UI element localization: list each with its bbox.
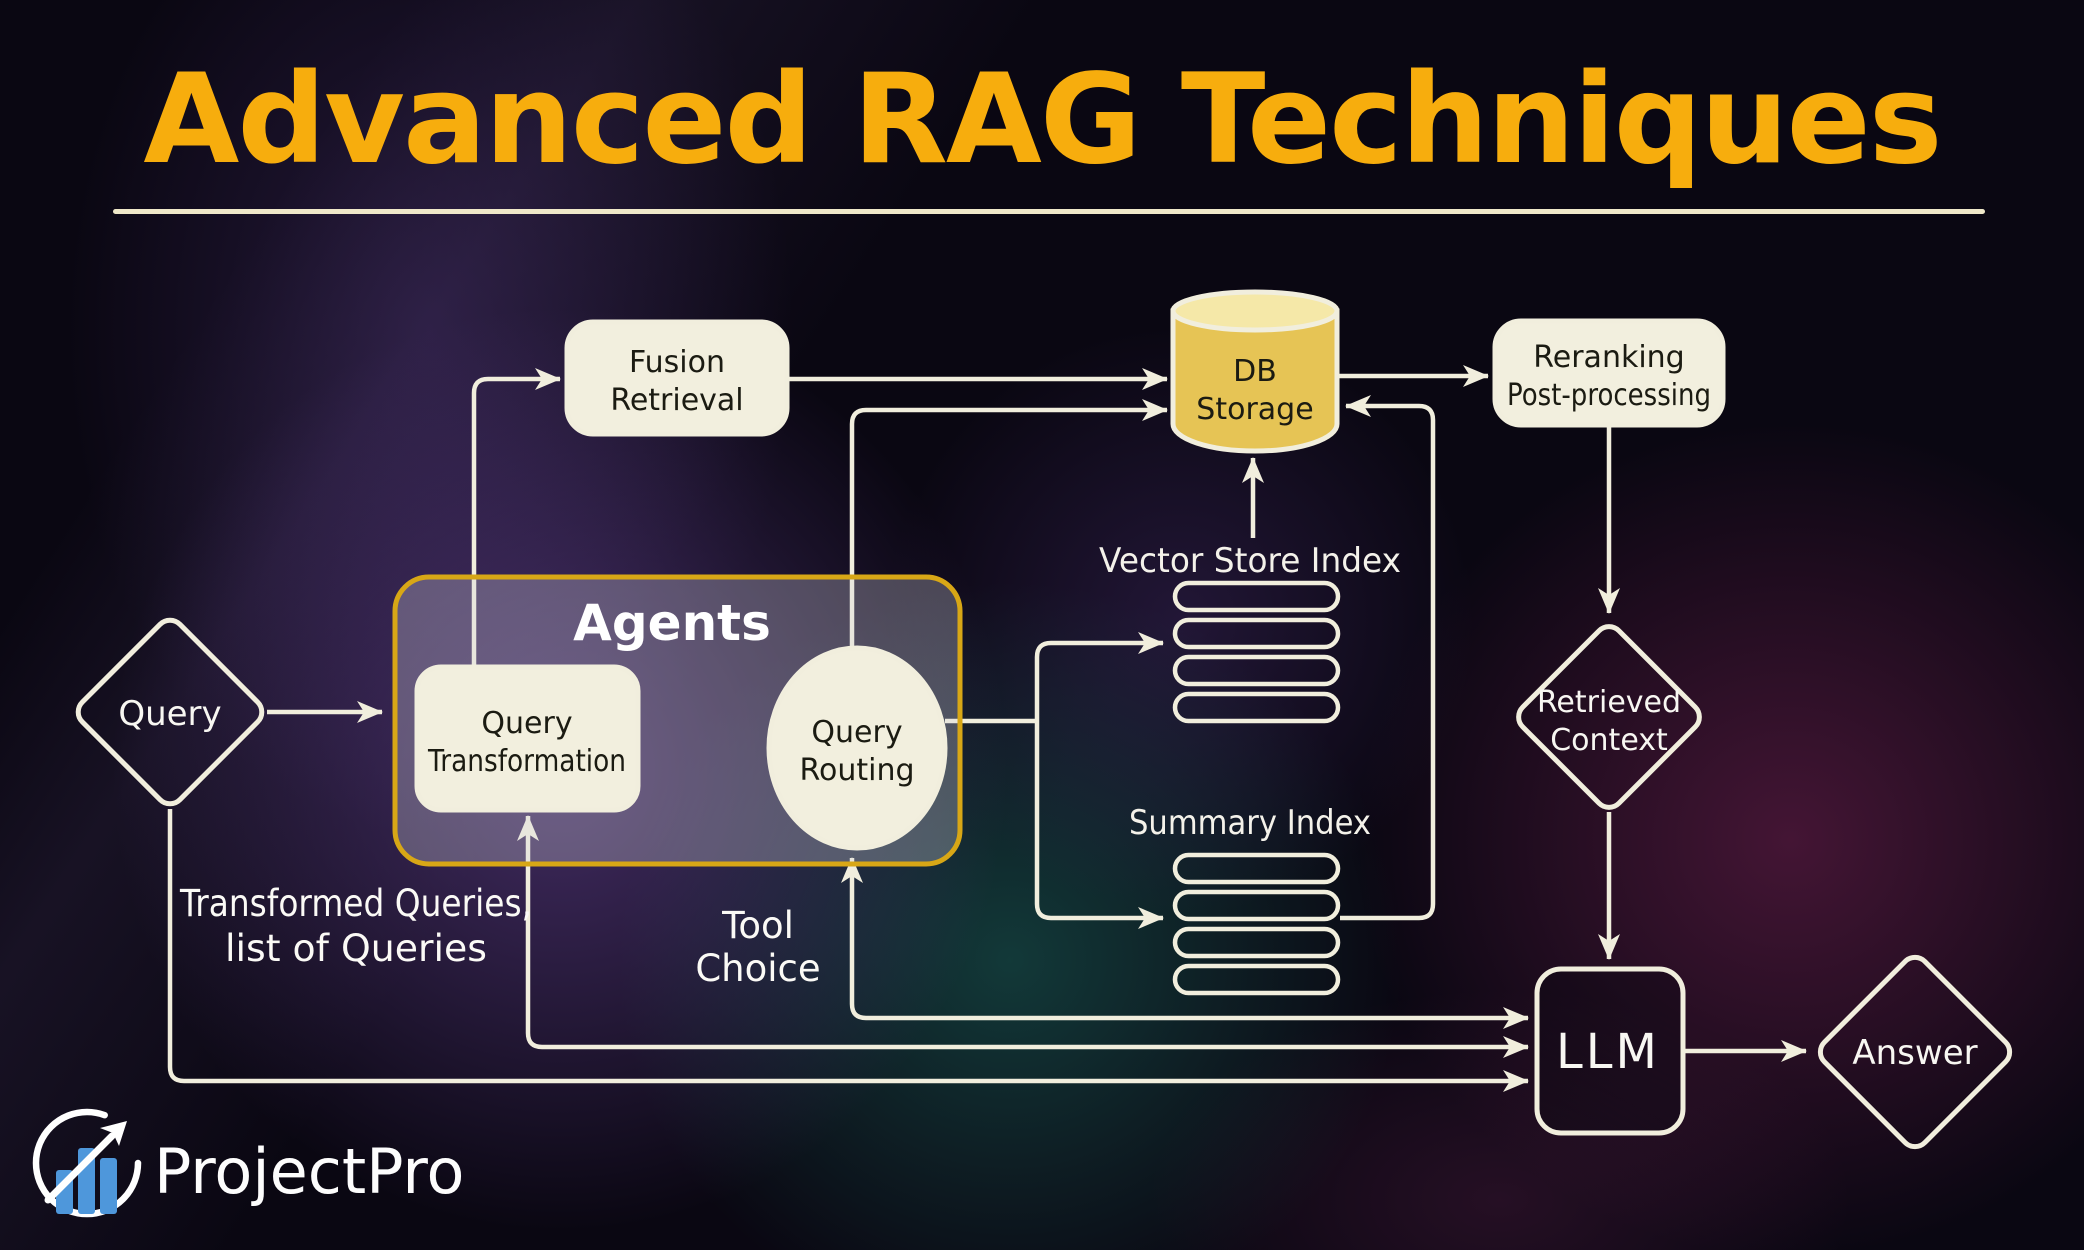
query-transformation-box [414, 664, 641, 813]
transformed-queries-label-1: Transformed Queries, [179, 882, 532, 925]
connector-qt-to-fusion [471, 368, 561, 667]
node-llm: LLM [1534, 966, 1686, 1136]
reranking-label-1: Reranking [1533, 340, 1684, 375]
connectors [167, 365, 1807, 1092]
reranking-box [1492, 318, 1726, 428]
node-summary-index: Summary Index [1129, 803, 1371, 996]
transformed-queries-label-2: list of Queries [225, 927, 487, 970]
agents-label: Agents [573, 594, 771, 652]
retrieved-context-label-1: Retrieved [1537, 685, 1681, 720]
query-routing-label-2: Routing [799, 753, 914, 788]
node-db-storage: DB Storage [1170, 289, 1340, 454]
connector-routing-to-db [849, 399, 1168, 648]
fusion-retrieval-label-2: Retrieval [610, 383, 743, 418]
fusion-retrieval-box [564, 319, 790, 437]
page-title: Advanced RAG Techniques [143, 48, 1940, 192]
logo-bar-mid [100, 1158, 117, 1214]
llm-label: LLM [1556, 1024, 1660, 1080]
summary-index-label: Summary Index [1129, 803, 1371, 843]
vector-pill [1172, 654, 1341, 687]
logo-trend-arrow-head [100, 1121, 127, 1146]
query-transformation-label-1: Query [481, 706, 572, 741]
answer-label: Answer [1852, 1033, 1977, 1073]
summary-pill [1172, 889, 1341, 922]
reranking-label-2: Post-processing [1507, 378, 1711, 413]
node-query-transformation: Query Transformation [414, 664, 641, 813]
query-transformation-label-2: Transformation [427, 744, 626, 779]
db-cylinder-body [1170, 308, 1340, 454]
logo-trend-arrow-shaft [44, 1132, 116, 1204]
node-query: Query [75, 617, 265, 807]
llm-box [1534, 966, 1686, 1136]
query-routing-label-1: Query [811, 715, 902, 750]
summary-pill [1172, 926, 1341, 959]
title-underline [113, 209, 1985, 214]
retrieved-context-label-2: Context [1550, 723, 1668, 758]
summary-pill [1172, 852, 1341, 885]
vector-pill [1172, 617, 1341, 650]
query-label: Query [118, 694, 221, 734]
summary-pill [1172, 963, 1341, 996]
vector-pill [1172, 580, 1341, 613]
query-routing-circle [766, 645, 948, 851]
node-answer: Answer [1817, 954, 2013, 1150]
db-cylinder-top [1170, 289, 1340, 333]
retrieved-context-diamond [1516, 624, 1702, 810]
node-fusion-retrieval: Fusion Retrieval [564, 319, 790, 437]
db-storage-label-2: Storage [1196, 392, 1313, 427]
db-storage-label-1: DB [1233, 354, 1277, 389]
fusion-retrieval-label-1: Fusion [629, 345, 725, 380]
growth-chart-icon [32, 1108, 142, 1218]
node-reranking: Reranking Post-processing [1492, 318, 1726, 428]
vector-pill [1172, 691, 1341, 724]
node-retrieved-context: Retrieved Context [1516, 624, 1702, 810]
connector-query-to-llm [167, 809, 1529, 1092]
connector-branch-to-vector-index [1034, 632, 1164, 721]
connector-transformed-queries [517, 815, 1529, 1058]
answer-diamond [1817, 954, 2013, 1150]
vector-store-index-label: Vector Store Index [1099, 541, 1401, 581]
tool-choice-label-2: Choice [695, 947, 820, 990]
node-query-routing: Query Routing [766, 645, 948, 851]
tool-choice-label-1: Tool [721, 904, 794, 947]
annotation-tool-choice: Tool Choice [695, 904, 820, 990]
brand-name: ProjectPro [154, 1135, 464, 1208]
node-vector-store-index: Vector Store Index [1099, 541, 1401, 724]
annotation-transformed-queries: Transformed Queries, list of Queries [179, 882, 532, 970]
projectpro-logo: ProjectPro [32, 1108, 464, 1218]
query-diamond [75, 617, 265, 807]
